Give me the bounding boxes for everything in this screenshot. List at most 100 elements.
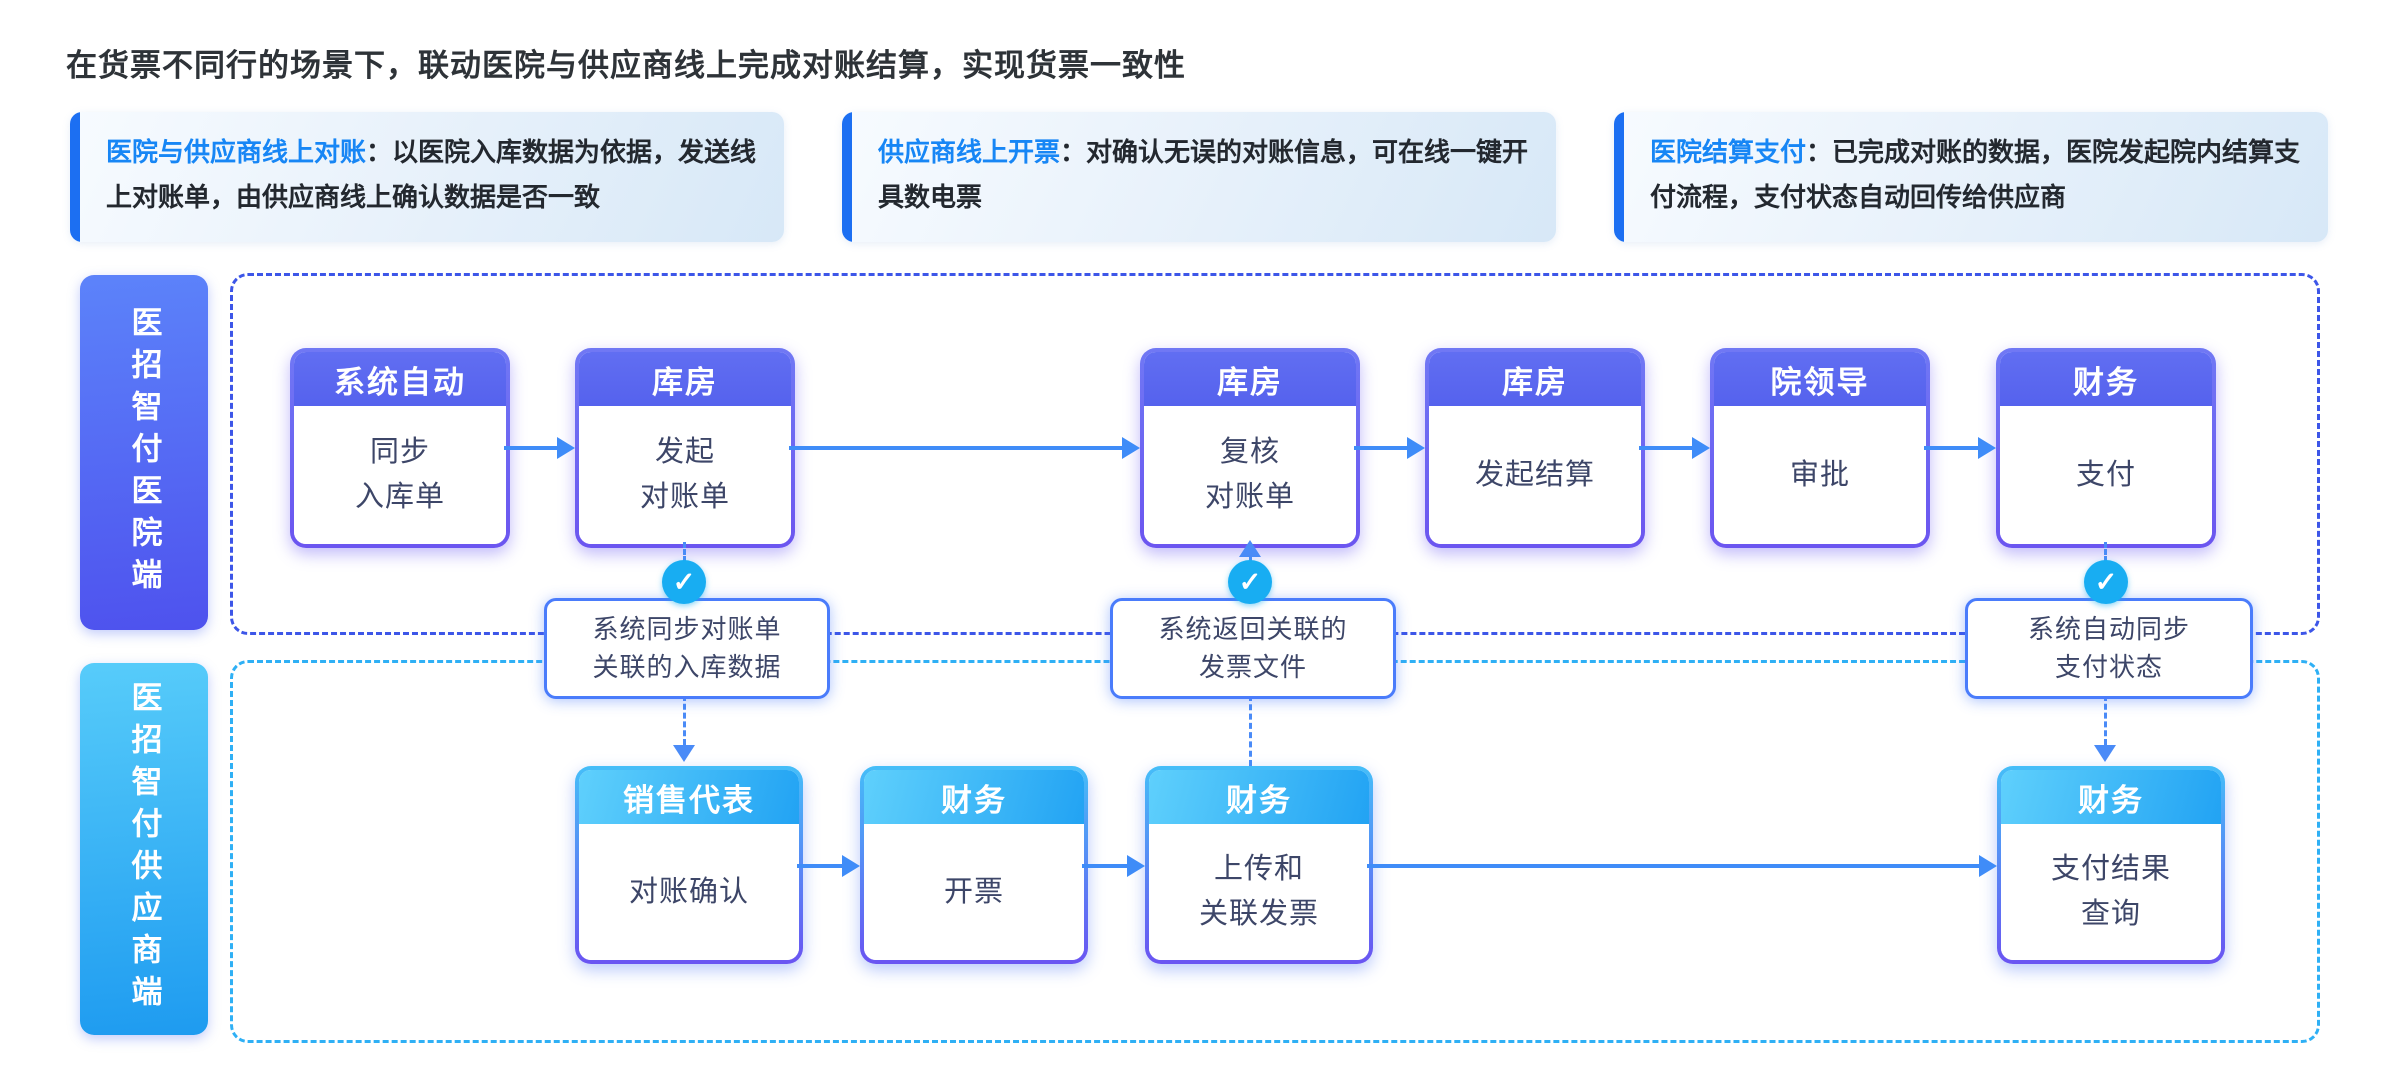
- card-separator: ：: [366, 137, 393, 167]
- card-accent-bar: [70, 112, 80, 242]
- step-role: 销售代表: [579, 770, 799, 824]
- step-review-statement: 库房 复核 对账单: [1140, 348, 1360, 548]
- step-action-line: 支付结果: [2050, 853, 2171, 886]
- card-accent-bar: [842, 112, 852, 242]
- arrow-line: [1924, 446, 1979, 450]
- check-glyph: ✓: [672, 566, 696, 597]
- arrow-line: [797, 864, 843, 868]
- step-initiate-settlement: 库房 发起结算: [1425, 348, 1645, 548]
- step-role: 财务: [864, 770, 1084, 824]
- arrow-head-right-icon: [1122, 437, 1140, 459]
- arrow-head-right-icon: [557, 437, 575, 459]
- card-text: 供应商线上开票：对确认无误的对账信息，可在线一键开具数电票: [852, 112, 1556, 242]
- step-role: 院领导: [1714, 352, 1926, 406]
- step-action: 对账确认: [579, 824, 799, 960]
- step-action-line: 开票: [943, 875, 1004, 908]
- card-text: 医院结算支付：已完成对账的数据，医院发起院内结算支付流程，支付状态自动回传给供应…: [1624, 112, 2328, 242]
- step-action: 上传和 关联发票: [1149, 824, 1369, 960]
- note-line: 关联的入库数据: [592, 651, 782, 682]
- card-separator: ：: [1060, 137, 1087, 167]
- check-icon: ✓: [662, 560, 706, 604]
- card-description: 对确认无误的对账信息，可在线一键开具数电票: [878, 137, 1529, 212]
- step-action-line: 对账单: [639, 481, 730, 513]
- step-action-line: 查询: [2080, 898, 2141, 930]
- step-action: 支付: [2000, 406, 2212, 544]
- info-card-settlement: 医院结算支付：已完成对账的数据，医院发起院内结算支付流程，支付状态自动回传给供应…: [1614, 112, 2328, 242]
- step-role: 财务: [2001, 770, 2221, 824]
- lane-label-supplier: 医招智付供应商端: [80, 663, 208, 1035]
- step-action-line: 同步: [369, 436, 430, 469]
- note-line: 系统同步对账单: [592, 613, 782, 644]
- step-action: 支付结果 查询: [2001, 824, 2221, 960]
- step-action-line: 支付: [2075, 458, 2136, 491]
- arrow-line: [1354, 446, 1408, 450]
- sync-note-payment-status: 系统自动同步 支付状态: [1965, 598, 2253, 699]
- card-keyword: 供应商线上开票: [878, 137, 1061, 167]
- step-action-line: 对账单: [1204, 481, 1295, 513]
- arrow-line: [1639, 446, 1693, 450]
- arrow-line: [504, 446, 558, 450]
- step-sync-inbound-order: 系统自动 同步 入库单: [290, 348, 510, 548]
- sync-note-invoice-file: 系统返回关联的 发票文件: [1110, 598, 1396, 699]
- step-action-line: 复核: [1219, 436, 1280, 469]
- step-role: 财务: [1149, 770, 1369, 824]
- info-card-reconciliation: 医院与供应商线上对账：以医院入库数据为依据，发送线上对账单，由供应商线上确认数据…: [70, 112, 784, 242]
- step-action-line: 上传和: [1213, 853, 1304, 886]
- step-confirm-statement: 销售代表 对账确认: [575, 766, 803, 964]
- card-description: 已完成对账的数据，医院发起院内结算支付流程，支付状态自动回传给供应商: [1650, 137, 2301, 212]
- dashed-connector: [683, 542, 686, 562]
- step-action: 发起 对账单: [579, 406, 791, 544]
- dashed-connector: [2104, 695, 2107, 745]
- page-title: 在货票不同行的场景下，联动医院与供应商线上完成对账结算，实现货票一致性: [66, 48, 1186, 83]
- step-action: 开票: [864, 824, 1084, 960]
- lane-label-text: 医招智付医院端: [126, 305, 162, 600]
- note-line: 系统返回关联的: [1158, 613, 1348, 644]
- step-role: 库房: [579, 352, 791, 406]
- arrow-head-down-icon: [2094, 745, 2116, 762]
- check-icon: ✓: [1228, 560, 1272, 604]
- info-card-invoicing: 供应商线上开票：对确认无误的对账信息，可在线一键开具数电票: [842, 112, 1556, 242]
- arrow-head-up-icon: [1239, 540, 1261, 557]
- check-glyph: ✓: [2094, 566, 2118, 597]
- arrow-head-right-icon: [1978, 437, 1996, 459]
- arrow-line: [1367, 864, 1980, 868]
- step-upload-link-invoice: 财务 上传和 关联发票: [1145, 766, 1373, 964]
- arrow-head-right-icon: [1692, 437, 1710, 459]
- arrow-head-right-icon: [1407, 437, 1425, 459]
- note-line: 系统自动同步: [2027, 613, 2190, 644]
- card-separator: ：: [1806, 137, 1833, 167]
- step-payment-result-query: 财务 支付结果 查询: [1997, 766, 2225, 964]
- dashed-connector: [683, 695, 686, 745]
- step-action-line: 发起结算: [1474, 458, 1595, 491]
- note-line: 发票文件: [1198, 651, 1307, 682]
- lane-label-text: 医招智付供应商端: [126, 681, 162, 1017]
- arrow-head-right-icon: [842, 855, 860, 877]
- arrow-line: [789, 446, 1123, 450]
- step-payment: 财务 支付: [1996, 348, 2216, 548]
- step-role: 财务: [2000, 352, 2212, 406]
- step-action-line: 入库单: [354, 481, 445, 513]
- lane-label-hospital: 医招智付医院端: [80, 275, 208, 630]
- step-action-line: 审批: [1789, 458, 1850, 491]
- step-approval: 院领导 审批: [1710, 348, 1930, 548]
- arrow-line: [1082, 864, 1128, 868]
- step-action: 同步 入库单: [294, 406, 506, 544]
- card-description: 以医院入库数据为依据，发送线上对账单，由供应商线上确认数据是否一致: [106, 137, 757, 212]
- step-initiate-statement: 库房 发起 对账单: [575, 348, 795, 548]
- step-issue-invoice: 财务 开票: [860, 766, 1088, 964]
- dashed-connector: [1249, 695, 1252, 766]
- check-glyph: ✓: [1238, 566, 1262, 597]
- note-line: 支付状态: [2054, 651, 2163, 682]
- arrow-head-right-icon: [1127, 855, 1145, 877]
- card-text: 医院与供应商线上对账：以医院入库数据为依据，发送线上对账单，由供应商线上确认数据…: [80, 112, 784, 242]
- step-action-line: 关联发票: [1198, 898, 1319, 930]
- arrow-head-right-icon: [1979, 855, 1997, 877]
- arrow-head-down-icon: [673, 745, 695, 762]
- step-action: 复核 对账单: [1144, 406, 1356, 544]
- check-icon: ✓: [2084, 560, 2128, 604]
- sync-note-inbound-data: 系统同步对账单 关联的入库数据: [544, 598, 830, 699]
- card-keyword: 医院结算支付: [1650, 137, 1807, 167]
- step-role: 库房: [1144, 352, 1356, 406]
- dashed-connector: [2104, 542, 2107, 562]
